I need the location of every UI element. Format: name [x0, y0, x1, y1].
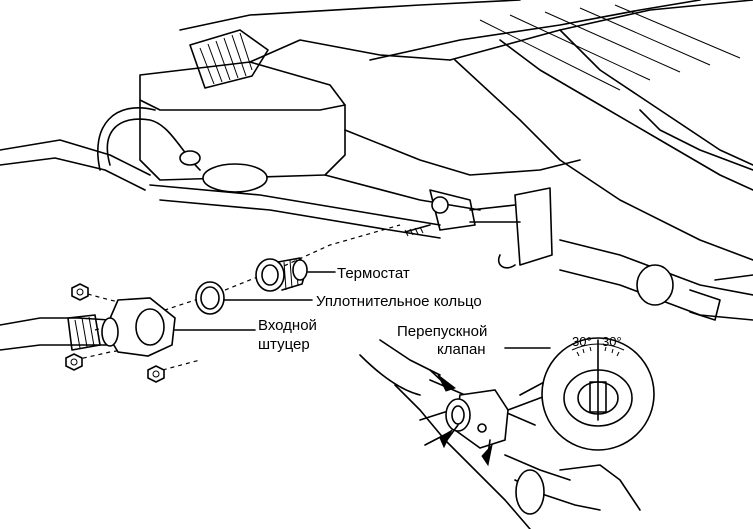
bypass-label-line1: Перепускной	[397, 323, 487, 340]
inlet-label-line2: штуцер	[258, 336, 310, 353]
seal-ring-part	[195, 281, 225, 315]
bypass-valve-detail-drawing	[359, 339, 641, 529]
bolt-nut-3	[147, 365, 165, 383]
thermostat-label: Термостат	[337, 265, 410, 282]
inlet-label-line1: Входной	[258, 317, 317, 334]
seal-ring-label: Уплотнительное кольцо	[316, 293, 482, 310]
bolt-axis-upper	[79, 291, 166, 313]
bolt-nut-2	[65, 353, 83, 371]
angle-right-label: 30°	[602, 334, 622, 349]
bolt-nut-1	[71, 283, 89, 301]
engine-block-drawing	[0, 0, 753, 321]
inlet-fitting-part	[0, 297, 176, 357]
thermostat-part	[255, 257, 308, 292]
angle-left-label: 30°	[572, 334, 592, 349]
bypass-valve-magnified-view	[541, 337, 655, 451]
assembly-axis-line	[94, 224, 401, 331]
bypass-label-line2: клапан	[437, 341, 486, 358]
